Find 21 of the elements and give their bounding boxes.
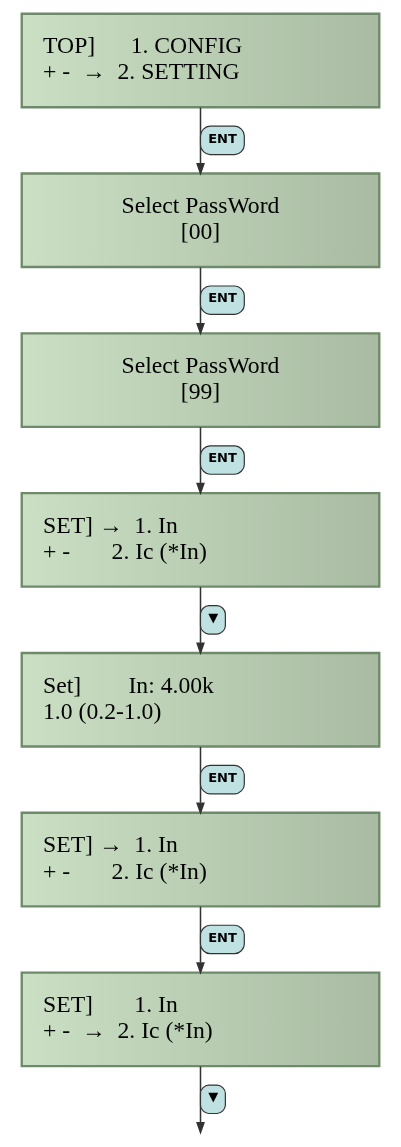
arrow (196, 426, 205, 496)
node-box: Select PassWord [99] (20, 332, 381, 429)
edge-label: ▼ (208, 609, 219, 625)
edge-label: ENT (208, 290, 237, 306)
arrow (196, 905, 205, 975)
node-box: TOP] 1. CONFIG + - → 2. SETTING (20, 12, 381, 109)
edge-label: ENT (208, 929, 237, 945)
node-box: Set] In: 4.00k 1.0 (0.2-1.0) (20, 651, 381, 748)
node-box: SET] 1. In + - → 2. Ic (*In) (20, 971, 381, 1068)
arrow (196, 746, 205, 815)
arrow (196, 266, 205, 336)
edge-label: ENT (208, 450, 237, 466)
edge-label: ENT (208, 130, 237, 146)
node-box: SET] → 1. In + - 2. Ic (*In) (20, 811, 381, 908)
arrow (196, 586, 205, 656)
arrow (196, 1065, 205, 1135)
edge-label: ▼ (208, 1089, 219, 1105)
edge-label: ENT (208, 769, 237, 785)
arrow (196, 106, 205, 176)
node-box: Select PassWord [00] (20, 172, 381, 269)
node-box: SET] → 1. In + - 2. Ic (*In) (20, 491, 381, 588)
